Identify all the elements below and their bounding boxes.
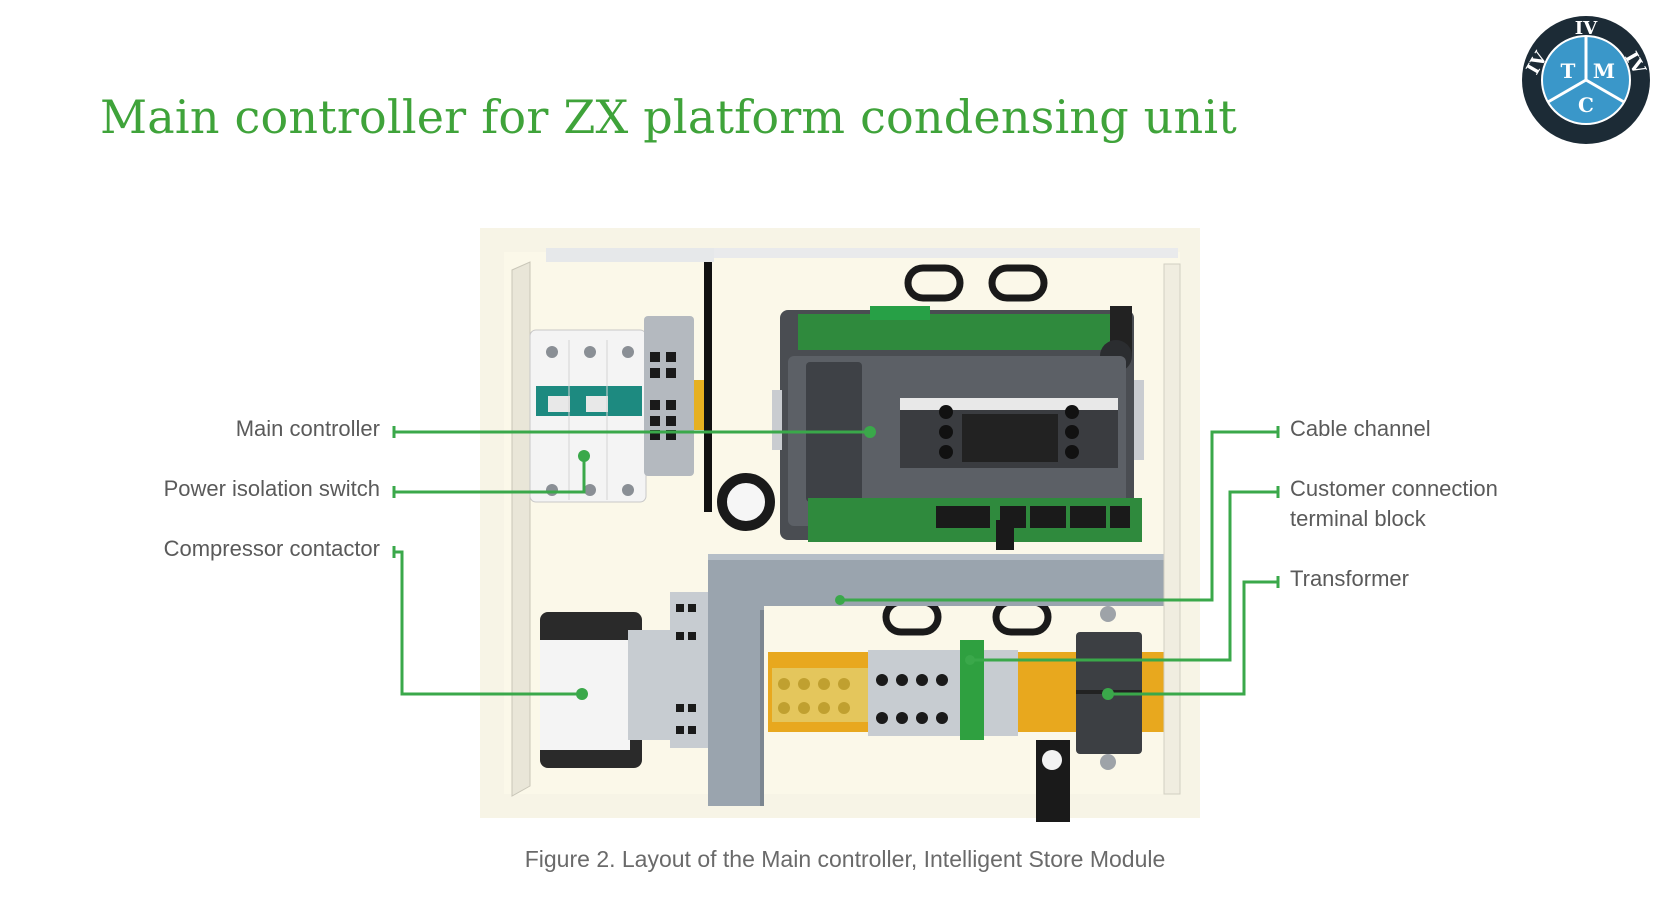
page-title: Main controller for ZX platform condensi… [100,90,1237,144]
label-power-isolation-switch: Power isolation switch [163,476,380,501]
figure-caption: Figure 2. Layout of the Main controller,… [524,846,1166,872]
svg-text:IV: IV [1575,18,1598,39]
label-transformer: Transformer [1290,566,1409,591]
label-main-controller: Main controller [235,416,380,441]
label-compressor-contactor: Compressor contactor [163,536,380,561]
customer-connection-terminal-block [868,640,1018,740]
svg-text:C: C [1578,93,1594,117]
compressor-contactor [540,592,708,768]
leader-dots [576,426,1114,700]
leader-lines [392,426,1280,696]
power-isolation-switch [529,316,704,503]
company-logo: IV IV IV T M C [1522,16,1650,144]
label-customer-connection-line2: terminal block [1290,506,1426,531]
label-customer-connection-line1: Customer connection [1290,476,1498,501]
main-controller [772,306,1144,550]
terminal-strip-yellow [772,668,868,722]
svg-text:M: M [1593,59,1615,83]
svg-text:T: T [1561,59,1576,83]
cable-channel [708,554,1178,806]
label-cable-channel: Cable channel [1290,416,1431,441]
